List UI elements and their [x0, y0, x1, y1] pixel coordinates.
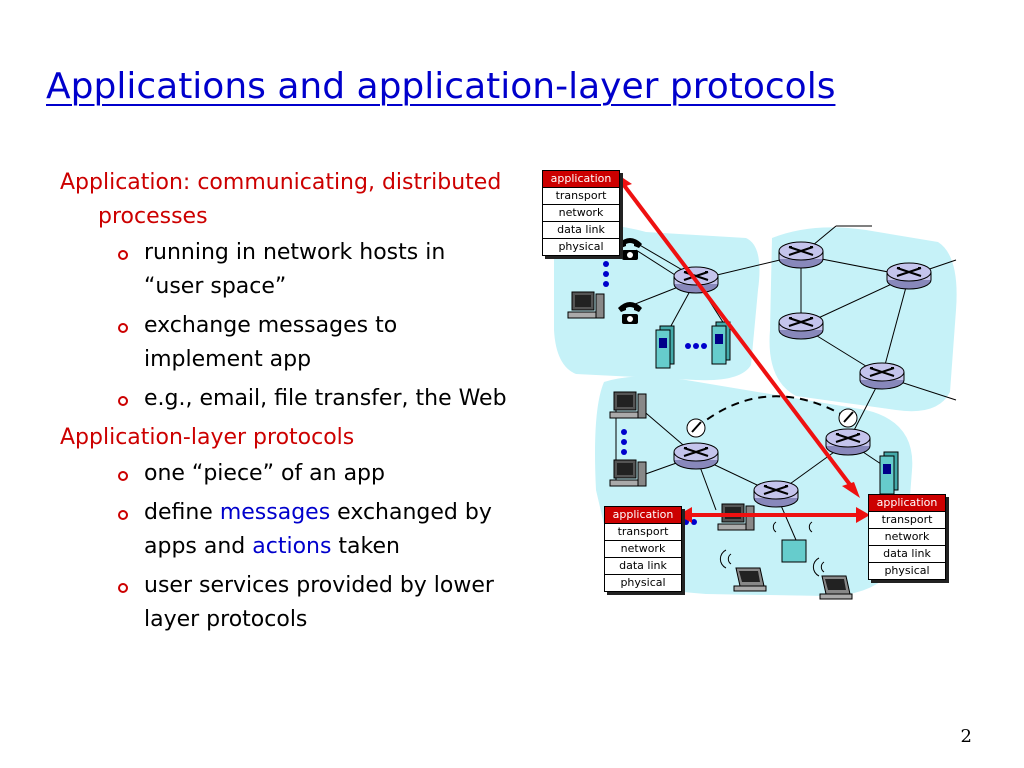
computer-icon: [609, 391, 647, 419]
bullet-icon: [118, 250, 128, 260]
layer-physical: physical: [620, 576, 666, 589]
protocol-stack-right: application transport network data link …: [868, 494, 946, 580]
network-diagram: application transport network data link …: [536, 160, 980, 620]
layer-application: application: [605, 507, 681, 524]
base-station-icon: [781, 539, 807, 563]
server-icon: [655, 325, 675, 369]
communication-arrows: [614, 172, 870, 523]
server-icon: [711, 321, 731, 365]
bullet-item: exchange messages to implement app: [60, 309, 510, 377]
layer-application: application: [869, 495, 945, 512]
router-icon: [778, 241, 824, 269]
layer-application: application: [543, 171, 619, 188]
router-icon: [778, 312, 824, 340]
bullet-item: e.g., email, file transfer, the Web: [60, 382, 510, 416]
router-icon: [859, 362, 905, 390]
layer-transport: transport: [869, 512, 945, 529]
bullet-icon: [118, 396, 128, 406]
router-icon: [753, 480, 799, 508]
layer-transport: transport: [543, 188, 619, 205]
bullet-item: one “piece” of an app: [60, 457, 510, 491]
bullet-icon: [118, 323, 128, 333]
laptop-icon: [733, 567, 767, 592]
layer-network: network: [605, 541, 681, 558]
layer-data-link: data link: [869, 546, 945, 563]
layer-network: network: [543, 205, 619, 222]
keyword-actions: actions: [252, 534, 332, 559]
computer-icon: [609, 459, 647, 487]
router-icon: [673, 442, 719, 470]
router-icon: [825, 428, 871, 456]
heading-protocols: Application-layer protocols: [60, 425, 355, 450]
layer-physical: physical: [558, 240, 604, 253]
layer-network: network: [869, 529, 945, 546]
bullet-icon: [118, 510, 128, 520]
antenna-icon: [719, 521, 825, 577]
heading-application: Application: communicating, distributed …: [60, 170, 502, 229]
satellite-link: [695, 395, 849, 429]
ellipsis-dots: [603, 261, 707, 525]
layer-transport: transport: [605, 524, 681, 541]
bullet-icon: [118, 471, 128, 481]
bullet-content: Application: communicating, distributed …: [60, 166, 510, 642]
keyword-messages: messages: [219, 500, 331, 525]
protocol-stack-top: application transport network data link …: [542, 170, 620, 256]
page-number: 2: [960, 726, 972, 747]
protocol-stack-bottom-left: application transport network data link …: [604, 506, 682, 592]
computer-icon: [567, 291, 605, 319]
layer-physical: physical: [884, 564, 930, 577]
bullet-item: running in network hosts in “user space”: [60, 236, 510, 304]
bullet-icon: [118, 583, 128, 593]
satellite-dish-icon: [686, 418, 706, 438]
satellite-dish-icon: [838, 408, 858, 428]
bullet-item: user services provided by lower layer pr…: [60, 569, 510, 637]
layer-data-link: data link: [605, 558, 681, 575]
laptop-icon: [819, 575, 853, 600]
slide-title: Applications and application-layer proto…: [46, 66, 836, 107]
bullet-item: define messages exchanged by apps and ac…: [60, 496, 510, 564]
server-icon: [879, 451, 899, 495]
router-icon: [886, 262, 932, 290]
layer-data-link: data link: [543, 222, 619, 239]
